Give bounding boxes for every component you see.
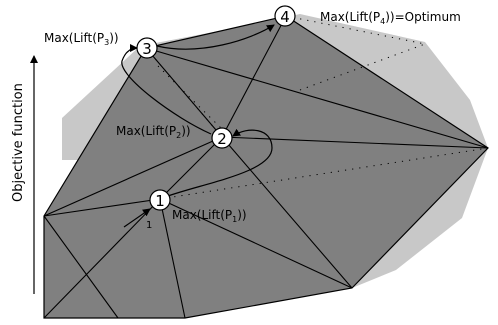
label-node-2: Max(Lift(P2)) <box>116 124 191 140</box>
node-1: 1 <box>149 189 171 211</box>
label-node-4: Max(Lift(P4))=Optimum <box>320 10 461 26</box>
label-node-1: Max(Lift(P1)) <box>172 208 247 224</box>
label-node-3: Max(Lift(P3)) <box>44 31 119 47</box>
start-marker: 1 <box>146 220 152 231</box>
node-2-id: 2 <box>217 130 227 148</box>
main-polytope <box>43 15 489 319</box>
node-3-id: 3 <box>142 40 152 58</box>
node-3: 3 <box>136 37 158 59</box>
hidden-edges <box>145 15 489 200</box>
node-4: 4 <box>274 5 296 27</box>
node-4-id: 4 <box>280 8 290 26</box>
y-axis-label: Objective function <box>11 83 26 202</box>
path-arrows <box>121 24 275 228</box>
facet-edges <box>43 15 489 319</box>
node-1-id: 1 <box>155 192 165 210</box>
node-2: 2 <box>211 127 233 149</box>
